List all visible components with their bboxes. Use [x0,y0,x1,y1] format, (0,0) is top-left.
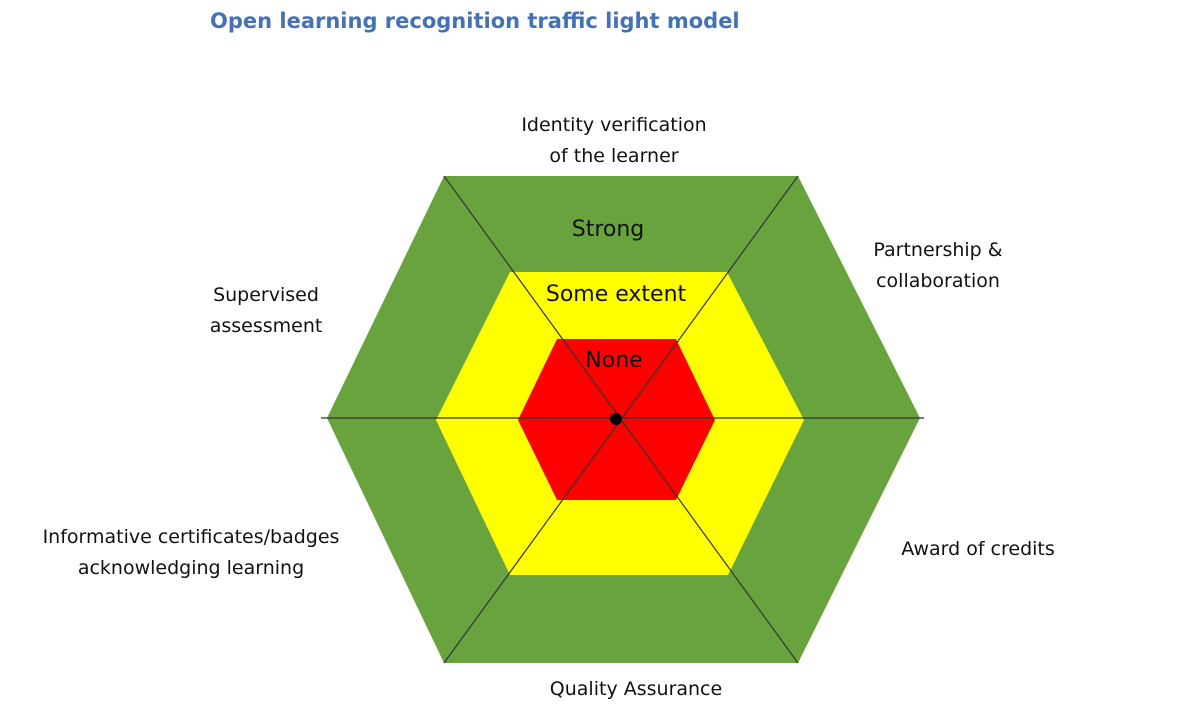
axis-label-partnership: Partnership & collaboration [873,239,1003,292]
page-title: Open learning recognition traffic light … [210,9,740,33]
axis-label-supervised-assessment: Supervised assessment [209,284,323,337]
axis-label-award-of-credits: Award of credits [901,538,1055,560]
level-label-strong: Strong [571,217,645,242]
level-label-none: None [585,348,643,373]
axis-label-certificates-badges: Informative certificates/badges acknowle… [42,526,340,579]
axis-label-identity-verification: Identity verification of the learner [521,114,707,167]
center-dot [610,413,622,425]
axis-label-quality-assurance: Quality Assurance [549,678,723,700]
level-label-some-extent: Some extent [545,282,687,307]
